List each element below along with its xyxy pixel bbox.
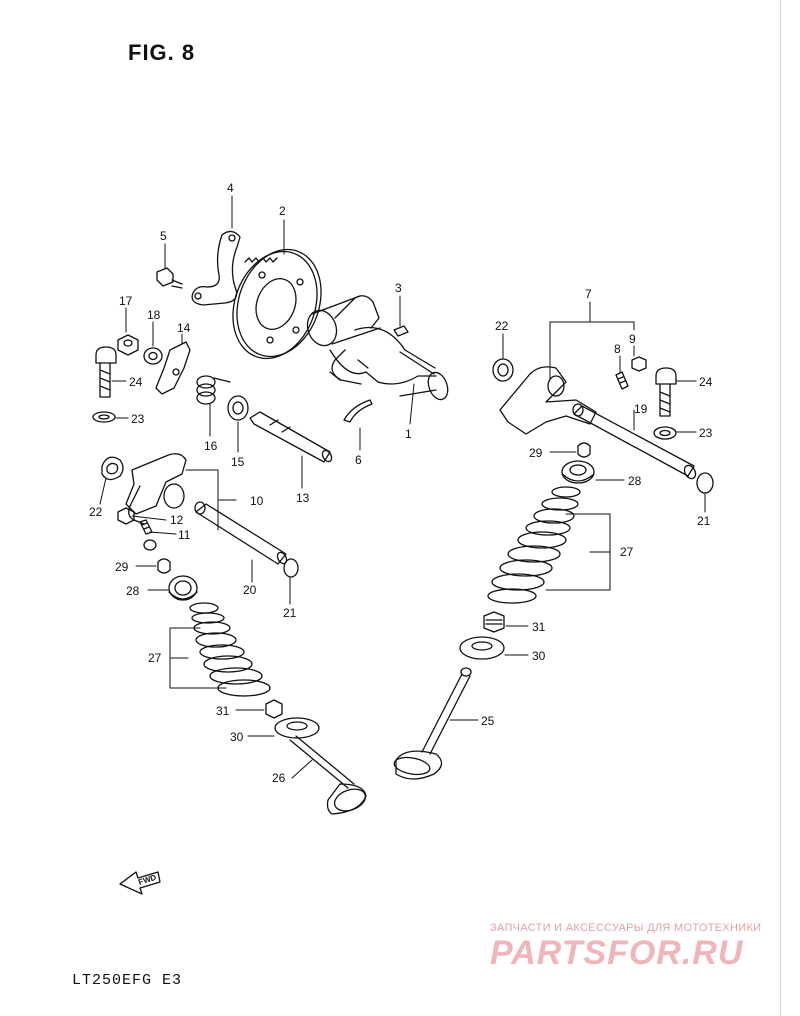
callout-26: 26 xyxy=(272,771,286,785)
callout-16: 16 xyxy=(204,439,218,453)
callout-14: 14 xyxy=(177,321,191,335)
callout-2: 2 xyxy=(279,204,286,218)
circlip-part-6 xyxy=(343,399,373,423)
o-ring-part-21-right xyxy=(696,472,714,494)
dowel-pin-part-3 xyxy=(393,325,409,337)
callout-31-left: 31 xyxy=(216,704,230,718)
camshaft-part-1 xyxy=(306,295,449,401)
callout-17: 17 xyxy=(119,294,133,308)
callout-7: 7 xyxy=(585,287,592,301)
spring-seat-part-30-left xyxy=(274,717,320,739)
seal-part-15 xyxy=(227,395,249,421)
callout-21-left: 21 xyxy=(283,606,297,620)
bolt-part-5 xyxy=(156,267,183,289)
callout-13: 13 xyxy=(296,491,310,505)
callout-12: 12 xyxy=(170,513,184,527)
rocker-shaft-part-19-right xyxy=(572,403,697,480)
gasket-part-22-left xyxy=(101,456,124,481)
valve-spring-part-27-right xyxy=(487,486,581,604)
callout-18: 18 xyxy=(147,308,161,322)
callout-8: 8 xyxy=(614,342,621,356)
callout-27-left: 27 xyxy=(148,651,162,665)
cam-sprocket-part-2 xyxy=(232,248,322,360)
spring-retainer-part-28-left xyxy=(168,575,198,601)
tappet-cap-part-left xyxy=(143,539,157,551)
callout-21-right: 21 xyxy=(697,514,711,528)
washer-part-18 xyxy=(143,347,163,365)
callout-23-right: 23 xyxy=(699,426,713,440)
bolt-part-24-right xyxy=(655,367,677,417)
washer-part-23-right xyxy=(653,426,677,440)
valve-cotter-part-29-left xyxy=(157,558,171,574)
callout-22-left: 22 xyxy=(89,505,103,519)
nut-part-17 xyxy=(117,334,139,356)
valve-stem-seal-part-31-right xyxy=(483,611,505,633)
model-code: LT250EFG E3 xyxy=(72,972,183,989)
callout-10: 10 xyxy=(250,494,264,508)
spring-part-16 xyxy=(196,375,231,405)
callout-numbers: 1 2 3 4 5 6 7 8 9 10 11 12 13 14 15 16 1… xyxy=(89,181,713,785)
callout-30-left: 30 xyxy=(230,730,244,744)
callout-1: 1 xyxy=(405,427,412,441)
forward-arrow-icon xyxy=(119,871,161,895)
washer-part-23-left xyxy=(92,411,116,423)
callout-4: 4 xyxy=(227,181,234,195)
page-border xyxy=(780,0,781,1016)
watermark-tagline: ЗАПЧАСТИ И АКСЕССУАРЫ ДЛЯ МОТОТЕХНИКИ xyxy=(490,922,762,934)
callout-11: 11 xyxy=(178,528,191,542)
callout-29-left: 29 xyxy=(115,560,129,574)
callout-27-right: 27 xyxy=(620,545,634,559)
retainer-plate-part-4 xyxy=(191,230,241,306)
leader-lines xyxy=(99,195,706,779)
gasket-part-22-right xyxy=(492,358,514,382)
watermark-logo: PARTSFOR.RU xyxy=(490,934,744,972)
nut-part-9 xyxy=(631,356,647,372)
callout-15: 15 xyxy=(231,455,245,469)
figure-title: FIG. 8 xyxy=(128,40,196,65)
shaft-part-13 xyxy=(249,411,333,463)
callout-24-right: 24 xyxy=(699,375,713,389)
valve-cotter-part-29-right xyxy=(577,442,591,458)
rocker-shaft-part-20-left xyxy=(194,501,288,565)
exhaust-valve-part-26 xyxy=(289,735,367,815)
callout-19: 19 xyxy=(634,402,648,416)
bolt-part-24-left xyxy=(95,346,117,398)
callout-25: 25 xyxy=(481,714,495,728)
callout-20: 20 xyxy=(243,583,257,597)
rocker-arm-part-7-right xyxy=(499,366,597,435)
callout-31-right: 31 xyxy=(532,620,546,634)
spring-retainer-part-28-right xyxy=(561,460,595,484)
callout-5: 5 xyxy=(160,229,167,243)
valve-spring-part-27-left xyxy=(189,602,271,697)
callout-24-left: 24 xyxy=(129,375,143,389)
spring-seat-part-30-right xyxy=(459,636,505,660)
callout-6: 6 xyxy=(355,453,362,467)
o-ring-part-21-left xyxy=(283,558,299,578)
adjuster-part-8 xyxy=(615,371,629,390)
callout-9: 9 xyxy=(629,332,636,346)
callout-23-left: 23 xyxy=(131,412,145,426)
callout-3: 3 xyxy=(395,281,402,295)
callout-29-right: 29 xyxy=(529,446,543,460)
callout-28-left: 28 xyxy=(126,584,140,598)
callout-30-right: 30 xyxy=(532,649,546,663)
intake-valve-part-25 xyxy=(393,667,472,780)
callout-28-right: 28 xyxy=(628,474,642,488)
valve-stem-seal-part-31-left xyxy=(265,699,283,719)
nut-part-12 xyxy=(117,507,135,525)
decomp-lever-part-14 xyxy=(155,341,191,395)
callout-22-right: 22 xyxy=(495,319,509,333)
